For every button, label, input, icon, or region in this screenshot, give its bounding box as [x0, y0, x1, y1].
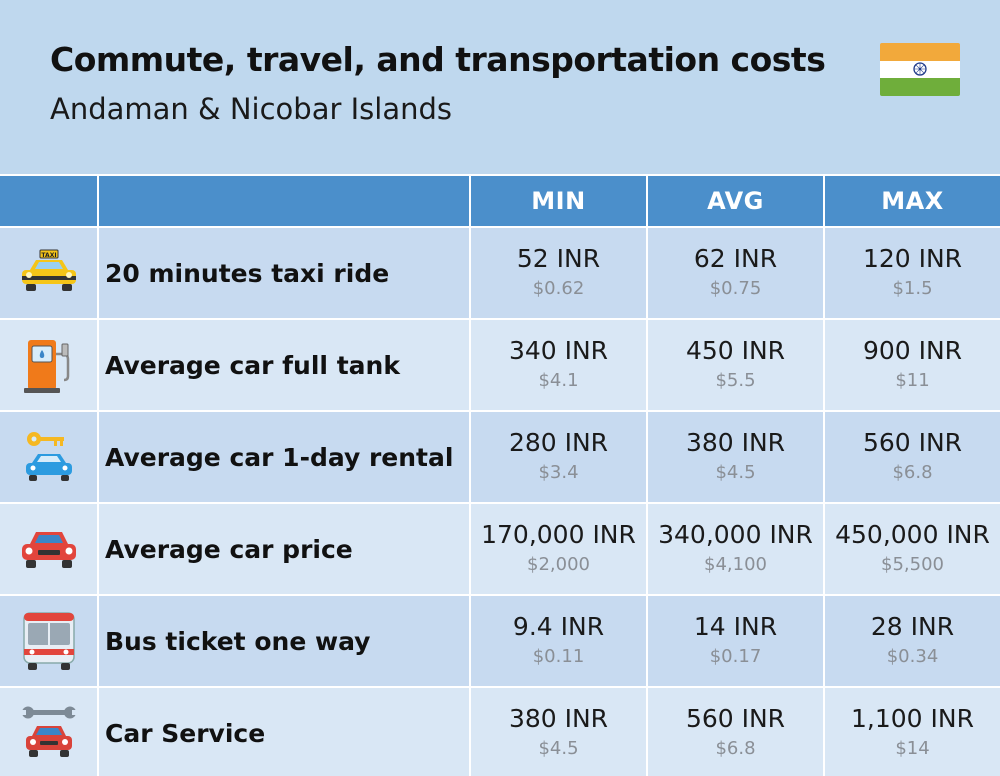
- min-usd: $0.62: [532, 278, 585, 299]
- column-header-avg: AVG: [707, 187, 764, 215]
- avg-inr: 380 INR: [685, 428, 786, 457]
- table-row: TAXI 20 minutes taxi ride 52 INR $0.62 62…: [0, 226, 1000, 318]
- row-label: Bus ticket one way: [105, 626, 371, 656]
- min-inr: 340 INR: [508, 336, 609, 365]
- min-inr: 280 INR: [508, 428, 609, 457]
- avg-usd: $0.75: [709, 278, 762, 299]
- max-inr: 450,000 INR: [835, 520, 990, 549]
- page-subtitle: Andaman & Nicobar Islands: [50, 92, 452, 126]
- table-row: Bus ticket one way 9.4 INR $0.11 14 INR $0…: [0, 594, 1000, 686]
- car-icon: [18, 524, 80, 574]
- max-inr: 1,100 INR: [851, 704, 974, 733]
- min-usd: $2,000: [527, 554, 590, 575]
- column-header-max: MAX: [881, 187, 944, 215]
- max-inr: 560 INR: [862, 428, 963, 457]
- table-row: Average car price 170,000 INR $2,000 340,…: [0, 502, 1000, 594]
- table-row: Average car full tank 340 INR $4.1 450 IN…: [0, 318, 1000, 410]
- india-flag-icon: [880, 43, 960, 96]
- avg-usd: $6.8: [715, 738, 756, 759]
- max-inr: 120 INR: [862, 244, 963, 273]
- min-inr: 380 INR: [508, 704, 609, 733]
- avg-inr: 560 INR: [685, 704, 786, 733]
- min-inr: 52 INR: [516, 244, 601, 273]
- row-label: Average car price: [105, 534, 353, 564]
- car-rental-key-icon: [18, 427, 80, 487]
- avg-usd: $4.5: [715, 462, 756, 483]
- avg-usd: $4,100: [704, 554, 767, 575]
- table-header-row: MIN AVG MAX: [0, 174, 1000, 226]
- max-usd: $5,500: [881, 554, 944, 575]
- header: Commute, travel, and transportation cost…: [0, 0, 1000, 174]
- max-usd: $1.5: [892, 278, 933, 299]
- avg-inr: 14 INR: [693, 612, 778, 641]
- max-usd: $14: [895, 738, 930, 759]
- table-row: Average car 1-day rental 280 INR $3.4 380…: [0, 410, 1000, 502]
- avg-usd: $5.5: [715, 370, 756, 391]
- page-title: Commute, travel, and transportation cost…: [50, 40, 826, 79]
- avg-inr: 450 INR: [685, 336, 786, 365]
- min-usd: $4.5: [538, 738, 579, 759]
- max-inr: 900 INR: [862, 336, 963, 365]
- max-usd: $6.8: [892, 462, 933, 483]
- avg-usd: $0.17: [709, 646, 762, 667]
- column-header-min: MIN: [531, 187, 586, 215]
- table-row: Car Service 380 INR $4.5 560 INR $6.8 1,10…: [0, 686, 1000, 776]
- cost-table: MIN AVG MAX TAXI 20 minutes: [0, 174, 1000, 776]
- avg-inr: 340,000 INR: [658, 520, 813, 549]
- min-usd: $3.4: [538, 462, 579, 483]
- avg-inr: 62 INR: [693, 244, 778, 273]
- svg-text:TAXI: TAXI: [41, 252, 56, 259]
- max-usd: $11: [895, 370, 930, 391]
- taxi-icon: TAXI: [18, 248, 80, 298]
- min-usd: $0.11: [532, 646, 585, 667]
- row-label: Average car 1-day rental: [105, 442, 454, 472]
- max-inr: 28 INR: [870, 612, 955, 641]
- car-service-wrench-icon: [18, 702, 80, 764]
- fuel-pump-icon: [18, 334, 80, 396]
- row-label: 20 minutes taxi ride: [105, 258, 390, 288]
- min-usd: $4.1: [538, 370, 579, 391]
- bus-icon: [18, 609, 80, 673]
- max-usd: $0.34: [886, 646, 939, 667]
- row-label: Average car full tank: [105, 350, 400, 380]
- min-inr: 170,000 INR: [481, 520, 636, 549]
- row-label: Car Service: [105, 718, 266, 748]
- min-inr: 9.4 INR: [512, 612, 605, 641]
